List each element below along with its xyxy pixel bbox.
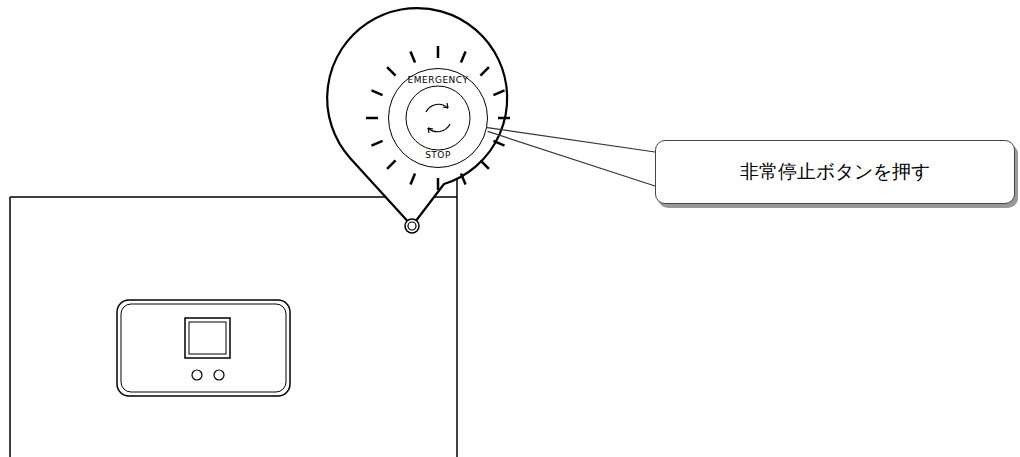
- callout-box: 非常停止ボタンを押す: [655, 140, 1015, 204]
- glow-tick: [387, 160, 395, 168]
- button-label: STOP: [389, 151, 487, 160]
- glow-tick: [437, 178, 440, 190]
- emergency-stop-button: EMERGENCY STOP: [388, 68, 488, 168]
- cabinet-right: [456, 175, 458, 457]
- glow-tick: [461, 51, 466, 62]
- glow-tick: [437, 46, 440, 58]
- panel-inner: [121, 304, 286, 392]
- glow-tick: [371, 90, 382, 95]
- glow-tick: [371, 141, 382, 146]
- leader-line: [486, 127, 655, 186]
- glow-tick: [493, 90, 504, 95]
- screen-inner: [189, 322, 226, 354]
- cabinet-left: [9, 197, 11, 457]
- screen-outer: [185, 318, 230, 358]
- stop-button-small-inner: [408, 222, 416, 230]
- glow-tick: [410, 173, 415, 184]
- glow-tick: [498, 117, 510, 120]
- button-label: EMERGENCY: [389, 76, 487, 85]
- glow-tick: [480, 67, 488, 75]
- glow-ticks: [366, 46, 510, 190]
- glow-tick: [493, 141, 504, 146]
- glow-tick: [461, 173, 466, 184]
- panel-outer: [117, 300, 290, 396]
- callout-text: 非常停止ボタンを押す: [740, 159, 930, 185]
- panel-lamp: [214, 370, 224, 380]
- magnifier-bubble: [327, 8, 507, 226]
- glow-tick: [387, 67, 395, 75]
- glow-tick: [366, 117, 378, 120]
- glow-tick: [480, 160, 488, 168]
- panel-lamp: [192, 370, 202, 380]
- glow-tick: [410, 51, 415, 62]
- stop-button-small: [405, 219, 419, 233]
